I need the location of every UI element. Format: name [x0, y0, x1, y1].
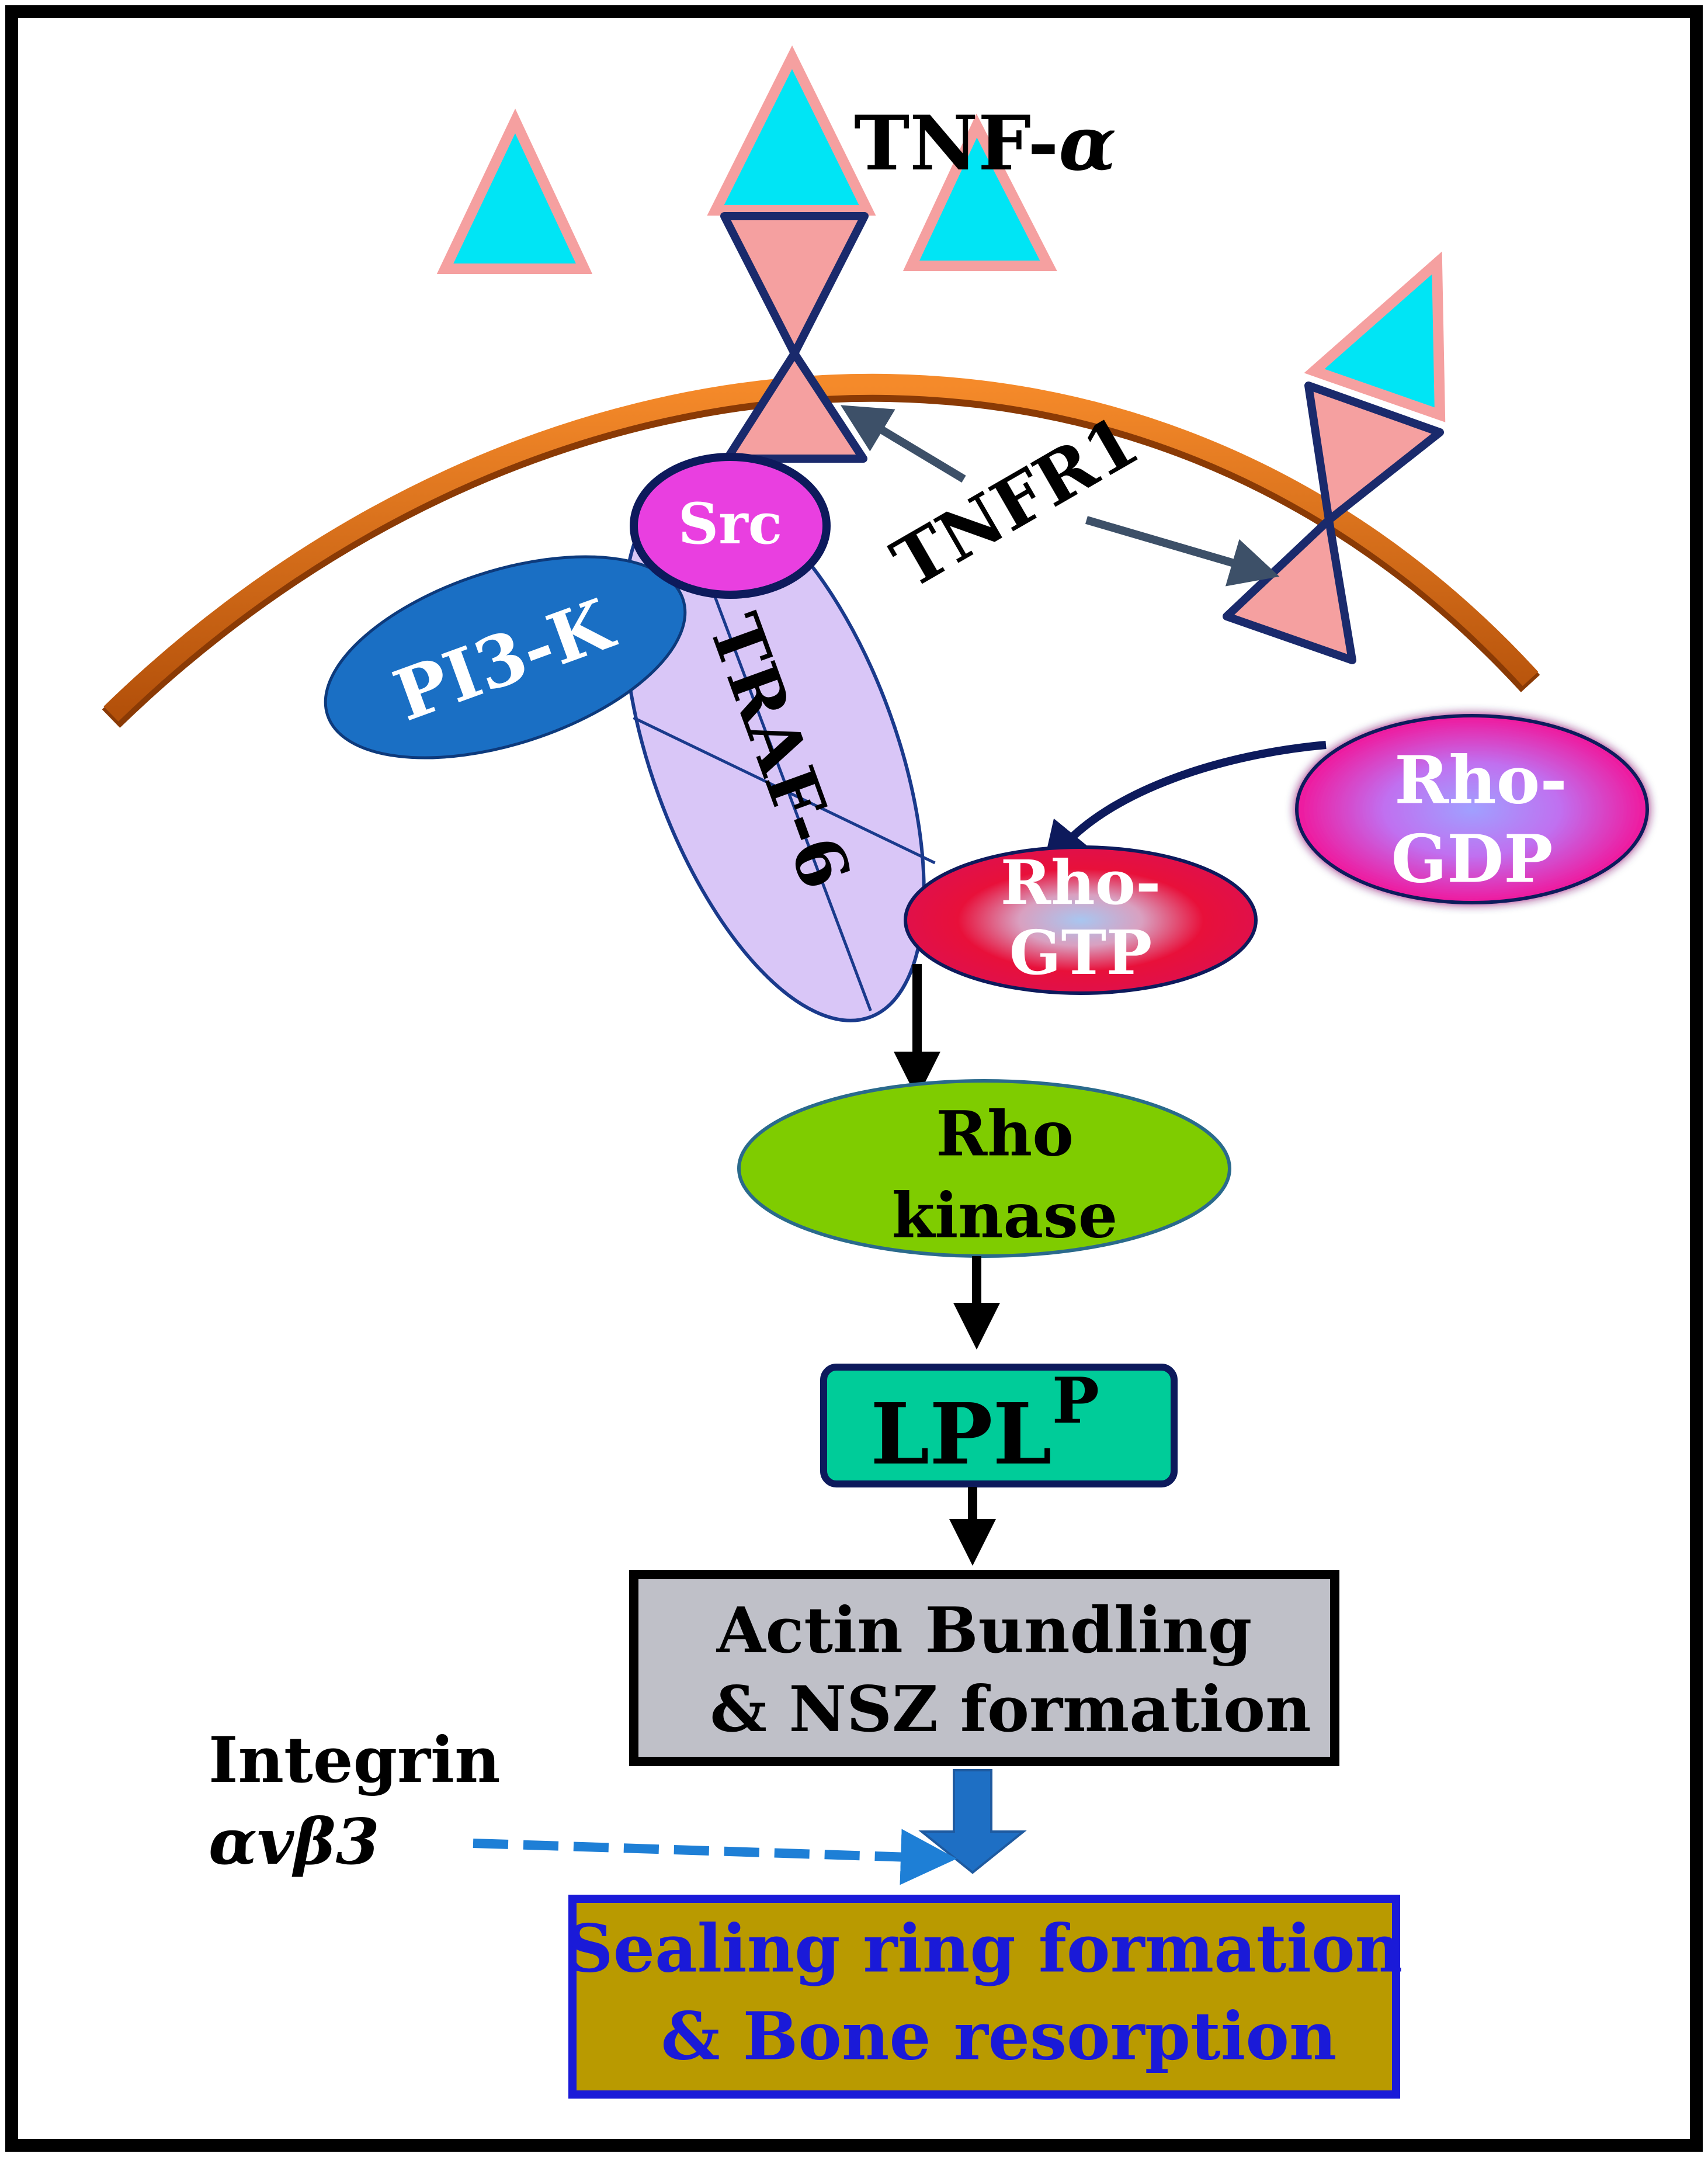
tnf-alpha-label-prefix: TNF- — [854, 100, 1059, 188]
sealing-ring-box — [568, 1895, 1400, 2099]
rho-gtp-label-line2: GTP — [1009, 917, 1152, 989]
tnf-alpha-triangle-receptor2 — [1304, 251, 1446, 422]
tnf-alpha-label: TNF-α — [854, 100, 1116, 188]
src-label: Src — [678, 491, 782, 557]
tnf-alpha-triangle-center — [707, 45, 876, 216]
actin-bundling-box — [629, 1570, 1339, 1766]
tnf-alpha-triangle-right — [902, 113, 1057, 271]
pi3k-ellipse — [324, 555, 687, 760]
tnfr1-receptor-bottom-half — [723, 349, 867, 463]
traf6-stripe-1 — [633, 716, 936, 865]
integrin-label-line1: Integrin — [209, 1723, 501, 1797]
actin-box-line2: & NSZ formation — [710, 1673, 1311, 1746]
tnf-alpha-label-greek: α — [1059, 100, 1117, 188]
sealing-box-line1: Sealing ring formation — [566, 1910, 1402, 1987]
lpl-label-superscript: P — [1052, 1364, 1099, 1438]
integrin-dashed-arrow — [473, 1829, 957, 1885]
tnfr1-receptor2-top-half — [1304, 382, 1444, 524]
lpl-label: LPLP — [870, 1364, 1099, 1483]
lpl-label-text: LPL — [870, 1385, 1052, 1483]
rho-gdp-ellipse — [1295, 714, 1649, 904]
sealing-box-line2: & Bone resorption — [661, 1998, 1337, 2075]
actin-box-line1: Actin Bundling — [716, 1594, 1252, 1667]
rho-kinase-ellipse — [737, 1079, 1231, 1258]
tnf-alpha-triangle-left — [436, 108, 593, 274]
rho-kinase-label-line1: Rho — [936, 1097, 1074, 1170]
rho-gtp-ellipse — [904, 845, 1258, 995]
rho-gtp-label-line1: Rho- — [1001, 847, 1161, 918]
traf6-group: TRAF-6 — [622, 485, 936, 1022]
tnfr1-receptor-top-half — [720, 212, 869, 358]
rho-gdp-label-line1: Rho- — [1394, 742, 1567, 819]
src-ellipse — [630, 453, 831, 599]
rho-gdp-to-gtp-arrow — [1042, 741, 1327, 872]
lpl-box — [820, 1364, 1178, 1487]
rho-gdp-label-line2: GDP — [1391, 821, 1553, 897]
tnfr1-arrow-to-receptor1 — [840, 405, 966, 483]
tnfr1-arrow-to-receptor2 — [1085, 516, 1280, 587]
integrin-label-greek: αvβ3 — [209, 1805, 380, 1879]
rho-kinase-label-line2: kinase — [892, 1179, 1118, 1252]
